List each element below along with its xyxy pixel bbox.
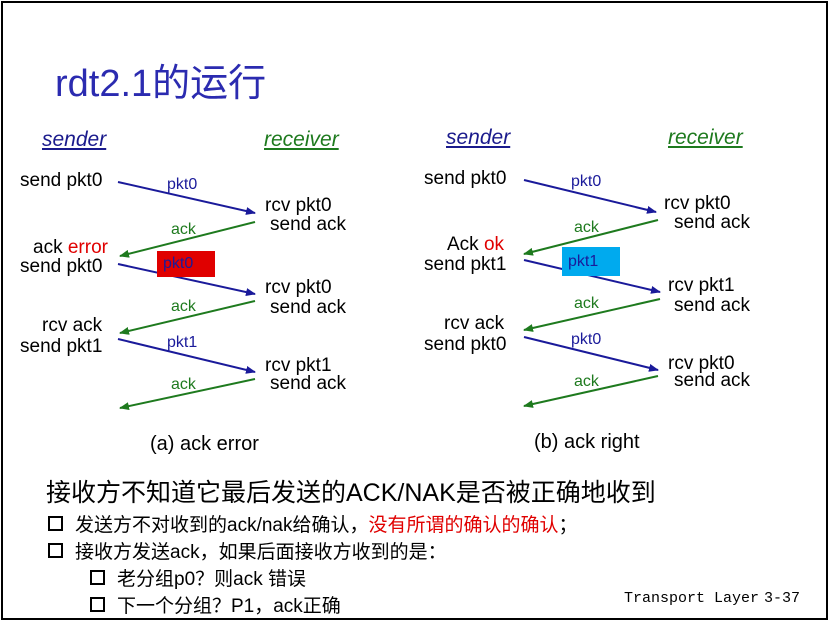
b-rcv-ack: rcv ack [444,313,505,334]
footer-section: Transport Layer [624,590,760,607]
b-pkt0-label: pkt0 [571,173,602,190]
bullet-2-text: 接收方发送ack，如果后面接收方收到的是： [75,542,447,563]
a-pkt0-label: pkt0 [167,176,198,193]
a-sender-heading: sender [42,128,107,151]
footer-page-number: 3-37 [764,590,801,607]
square-bullet-icon [90,597,105,613]
a-ack-word: ack [33,237,63,258]
a-rcv-pkt1: rcv pkt1 [265,355,332,376]
a-send-pkt0: send pkt0 [20,170,103,191]
square-bullet-icon [48,543,63,559]
b-send-ack-2: send ack [674,295,751,316]
b-ack-label-1: ack [574,219,599,236]
square-bullet-icon [90,570,105,586]
b-send-ack-1: send ack [674,212,751,233]
sub-bullet-2: 下一个分组？P1，ack正确 [90,591,341,618]
b-ack-label-2: ack [574,295,599,312]
sub-bullet-1: 老分组p0？则ack 错误 [90,564,306,591]
bullet-1-highlight: 没有所谓的确认的确认 [368,515,559,536]
a-arrow-ack3 [119,378,256,411]
a-ack-label-3: ack [171,376,196,393]
a-send-pkt1: send pkt1 [20,336,103,357]
slide-title: rdt2.1的运行 [55,63,267,105]
b-rcv-pkt0-1: rcv pkt0 [664,193,731,214]
b-arrow-ack2 [523,298,661,332]
b-pkt1-box: pkt1 [562,247,620,276]
b-arrow-pkt1 [523,259,661,294]
bullet-1-text: 发送方不对收到的ack/nak给确认， [75,515,369,536]
b-send-pkt0-2: send pkt0 [424,334,507,355]
a-ack-label-1: ack [171,221,196,238]
b-rcv-pkt1: rcv pkt1 [668,275,735,296]
b-ack-label-3: ack [574,373,599,390]
a-send-ack-3: send ack [270,373,347,394]
a-pkt1-label: pkt1 [167,334,198,351]
a-arrow-ack2 [119,300,256,335]
a-error-word: error [67,237,108,258]
sub-bullet-1-text: 老分组p0？则ack 错误 [117,569,306,590]
a-arrow-pkt0 [117,181,256,215]
bullet-2: 接收方发送ack，如果后面接收方收到的是： [48,537,447,564]
b-receiver-heading: receiver [668,126,743,149]
a-rcv-pkt0-1: rcv pkt0 [265,195,332,216]
b-pkt0-label-2: pkt0 [571,331,602,348]
a-ack-error-line: ack error [33,237,108,259]
b-send-pkt1: send pkt1 [424,254,507,275]
b-ack-ok-line: Ack ok [447,234,504,256]
b-send-ack-3: send ack [674,370,751,391]
a-send-ack-1: send ack [270,214,347,235]
a-rcv-ack: rcv ack [42,315,103,336]
b-ok-word: ok [483,234,505,255]
a-rcv-pkt0-2: rcv pkt0 [265,277,332,298]
b-sender-heading: sender [446,126,511,149]
bullet-1-tail: ； [558,515,578,536]
b-arrow-pkt0-2 [523,336,659,372]
sub-bullet-2-text: 下一个分组？P1，ack正确 [117,596,341,617]
a-send-ack-2: send ack [270,297,347,318]
bullet-1: 发送方不对收到的ack/nak给确认，没有所谓的确认的确认； [48,510,578,537]
b-rcv-pkt0-2: rcv pkt0 [668,353,735,374]
a-pkt0-box: pkt0 [157,251,215,277]
main-heading: 接收方不知道它最后发送的ACK/NAK是否被正确地收到 [46,479,656,507]
a-receiver-heading: receiver [264,128,339,151]
a-arrow-pkt1 [117,338,256,374]
b-arrow-pkt0 [523,179,657,214]
b-caption: (b) ack right [534,431,640,453]
b-arrow-ack3 [523,375,659,408]
a-arrow-ack1 [119,221,256,258]
a-send-pkt0-2: send pkt0 [20,256,103,277]
b-ack-word: Ack [447,234,479,255]
a-arrow-pkt0-resend [117,263,256,296]
a-ack-label-2: ack [171,298,196,315]
b-arrow-ack1 [523,219,659,256]
a-caption: (a) ack error [150,433,259,455]
b-send-pkt0: send pkt0 [424,168,507,189]
square-bullet-icon [48,516,63,532]
